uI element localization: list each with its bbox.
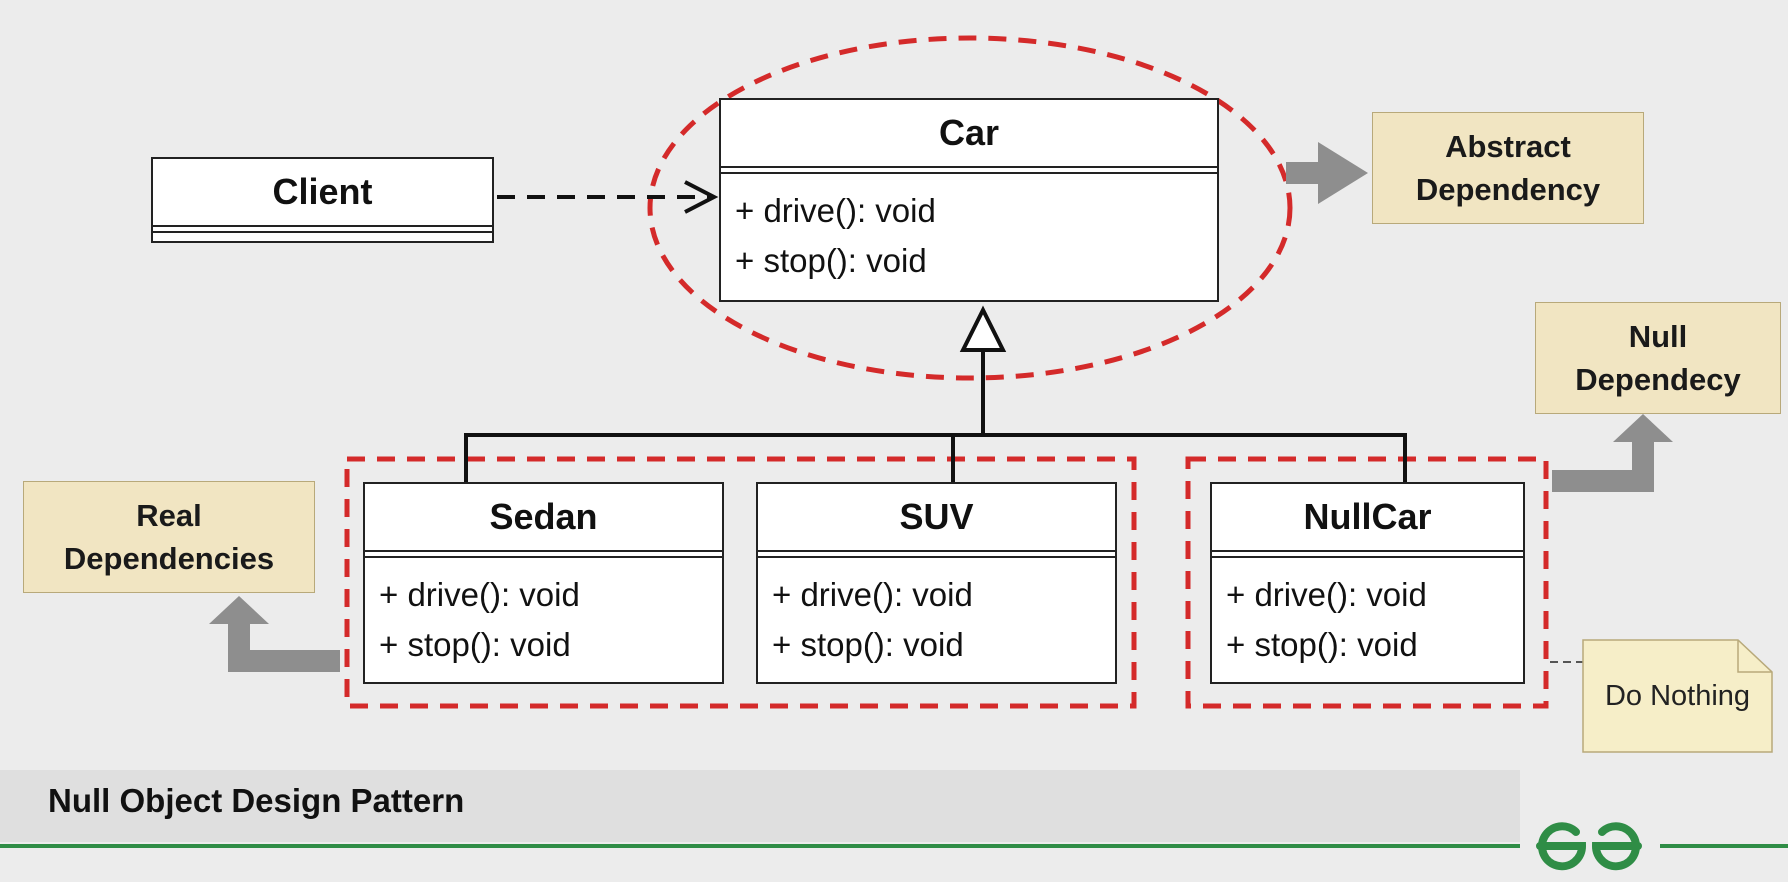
suv-class: SUV + drive(): void + stop(): void [756,482,1117,684]
nullcar-op-stop: + stop(): void [1226,626,1418,663]
null-highlight-box [1185,456,1549,709]
sedan-class: Sedan + drive(): void + stop(): void [363,482,724,684]
null-arrow [1552,414,1673,492]
sedan-op-drive: + drive(): void [379,576,580,613]
suv-operations: + drive(): void + stop(): void [758,558,1115,670]
nullcar-class-name: NullCar [1303,496,1432,537]
real-dependencies-label: Real Dependencies [23,481,315,593]
car-operations: + drive(): void + stop(): void [721,174,1217,286]
nullcar-separator [1212,550,1523,558]
sedan-separator [365,550,722,558]
abstract-dependency-line2: Dependency [1415,172,1601,207]
sedan-class-name: Sedan [489,496,598,537]
abstract-dependency-line1: Abstract [1445,129,1571,164]
nullcar-op-drive: + drive(): void [1226,576,1427,613]
car-class-name: Car [938,112,1000,153]
car-op-drive: + drive(): void [735,192,936,229]
real-highlight-box [344,456,1137,709]
suv-separator [758,550,1115,558]
car-class: Car + drive(): void + stop(): void [719,98,1219,302]
null-dependency-line2: Dependecy [1575,362,1741,397]
sedan-op-stop: + stop(): void [379,626,571,663]
null-dependency-label: Null Dependecy [1535,302,1781,414]
suv-op-drive: + drive(): void [772,576,973,613]
client-class: Client [151,157,494,243]
nullcar-class: NullCar + drive(): void + stop(): void [1210,482,1525,684]
note-shape [1582,639,1773,753]
client-separator [153,225,492,233]
suv-op-stop: + stop(): void [772,626,964,663]
car-op-stop: + stop(): void [735,242,927,279]
abstract-highlight-ellipse [647,35,1293,381]
real-arrow [209,596,340,672]
real-dependencies-line1: Real [136,498,202,533]
note-fold [1737,640,1772,673]
suv-class-name: SUV [899,496,974,537]
dependency-arrowhead [684,180,719,214]
gfg-logo-icon [1536,822,1642,871]
abstract-arrow [1286,142,1368,204]
sedan-operations: + drive(): void + stop(): void [365,558,722,670]
footer-title: Null Object Design Pattern [48,782,465,819]
do-nothing-note: Do Nothing [1604,679,1751,712]
inheritance-triangle [959,305,1007,352]
car-separator [721,166,1217,174]
footer-band [0,770,1520,842]
client-class-name: Client [272,171,373,212]
real-dependencies-line2: Dependencies [63,541,275,576]
nullcar-operations: + drive(): void + stop(): void [1212,558,1523,670]
null-dependency-line1: Null [1628,319,1688,354]
abstract-dependency-label: Abstract Dependency [1372,112,1644,224]
